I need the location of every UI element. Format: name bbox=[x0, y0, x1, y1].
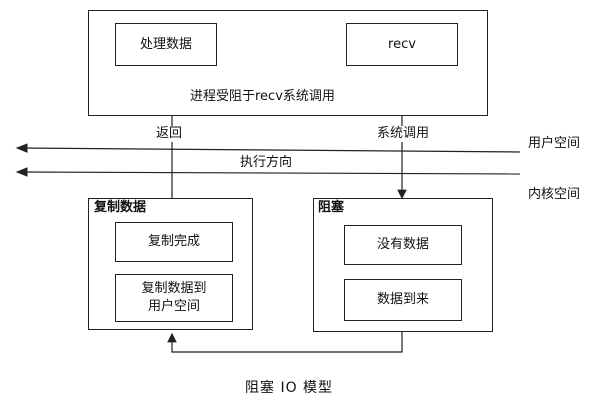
recv-label: recv bbox=[388, 36, 416, 52]
no-data-label: 没有数据 bbox=[376, 237, 429, 252]
syscall-label: 系统调用 bbox=[377, 126, 430, 142]
user-kernel-line-bottom bbox=[15, 167, 521, 177]
copy-data-title: 复制数据 bbox=[94, 200, 147, 215]
blocked-label: 进程受阻于recv系统调用 bbox=[190, 89, 335, 104]
kernel-space-label: 内核空间 bbox=[528, 187, 581, 202]
copy-done-label: 复制完成 bbox=[147, 234, 200, 249]
copy-to-user-label-line2: 用户空间 bbox=[147, 299, 200, 314]
recv-box: recv bbox=[346, 23, 458, 66]
handle-data-box: 处理数据 bbox=[115, 23, 217, 66]
copy-to-user-label-line1: 复制数据到 bbox=[141, 281, 207, 296]
return-label: 返回 bbox=[156, 126, 183, 142]
handle-data-label: 处理数据 bbox=[139, 36, 192, 52]
copy-to-user-box: 复制数据到 用户空间 bbox=[115, 274, 233, 322]
no-data-box: 没有数据 bbox=[344, 225, 462, 265]
user-space-label: 用户空间 bbox=[528, 136, 581, 151]
data-arrives-label: 数据到来 bbox=[376, 292, 429, 307]
copy-done-box: 复制完成 bbox=[115, 222, 233, 262]
figure-caption: 阻塞 IO 模型 bbox=[245, 380, 334, 396]
blocking-title: 阻塞 bbox=[318, 200, 345, 215]
user-kernel-line-top bbox=[15, 143, 521, 153]
data-arrives-box: 数据到来 bbox=[344, 279, 462, 321]
exec-direction-label: 执行方向 bbox=[240, 155, 293, 170]
